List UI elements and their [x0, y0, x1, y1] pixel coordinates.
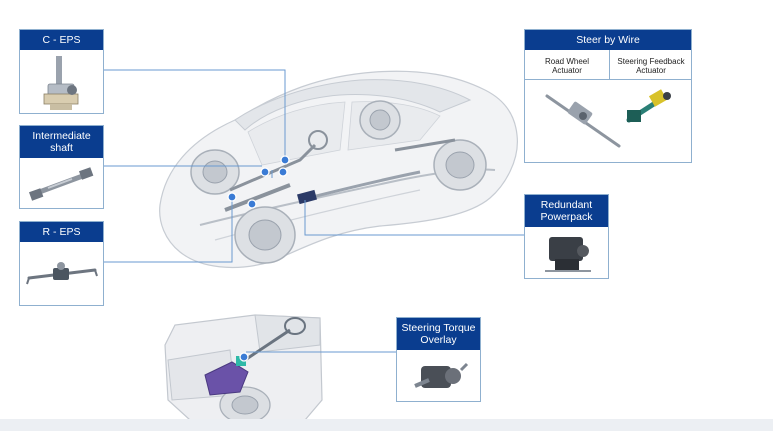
c-eps-unit-icon	[43, 56, 79, 110]
steering-feedback-actuator-label: Steering Feedback Actuator	[617, 57, 685, 75]
redundant-powerpack-icon	[545, 237, 591, 272]
c-eps-header: C - EPS	[20, 30, 103, 50]
steer-by-wire-divider-v	[609, 50, 610, 79]
steer-by-wire-card: Steer by Wire Road Wheel Actuator Steeri…	[524, 29, 692, 163]
c-eps-card: C - EPS	[19, 29, 104, 114]
connector-c-eps	[103, 69, 286, 160]
r-eps-card: R - EPS	[19, 221, 104, 306]
steer-by-wire-header: Steer by Wire	[525, 30, 691, 50]
r-eps-header: R - EPS	[20, 222, 103, 242]
marker-steer-by-wire	[278, 167, 288, 177]
marker-steering-torque-overlay	[239, 352, 249, 362]
redundant-powerpack-header: Redundant Powerpack	[525, 195, 608, 227]
connector-redundant-powerpack	[304, 200, 525, 236]
road-wheel-actuator-icon	[545, 94, 621, 148]
steering-feedback-actuator-icon	[626, 89, 671, 123]
marker-intermediate-shaft	[260, 167, 270, 177]
steer-by-wire-divider-h	[525, 79, 691, 80]
marker-redundant-powerpack	[247, 199, 257, 209]
road-wheel-actuator-label: Road Wheel Actuator	[544, 57, 590, 75]
marker-r-eps	[227, 192, 237, 202]
steering-torque-overlay-card: Steering Torque Overlay	[396, 317, 481, 402]
intermediate-shaft-card: Intermediate shaft	[19, 125, 104, 209]
sedan-xray-illustration	[159, 70, 518, 269]
steering-torque-overlay-icon	[414, 362, 469, 388]
r-eps-rack-icon	[26, 262, 98, 285]
intermediate-shaft-header: Intermediate shaft	[20, 126, 103, 158]
connector-r-eps	[103, 196, 233, 263]
connector-lines	[103, 69, 525, 353]
truck-front-illustration	[164, 314, 323, 424]
redundant-powerpack-card: Redundant Powerpack	[524, 194, 609, 279]
marker-c-eps	[280, 155, 290, 165]
bottom-strip	[0, 419, 773, 431]
intermediate-shaft-icon	[28, 167, 94, 201]
steering-torque-overlay-header: Steering Torque Overlay	[397, 318, 480, 350]
